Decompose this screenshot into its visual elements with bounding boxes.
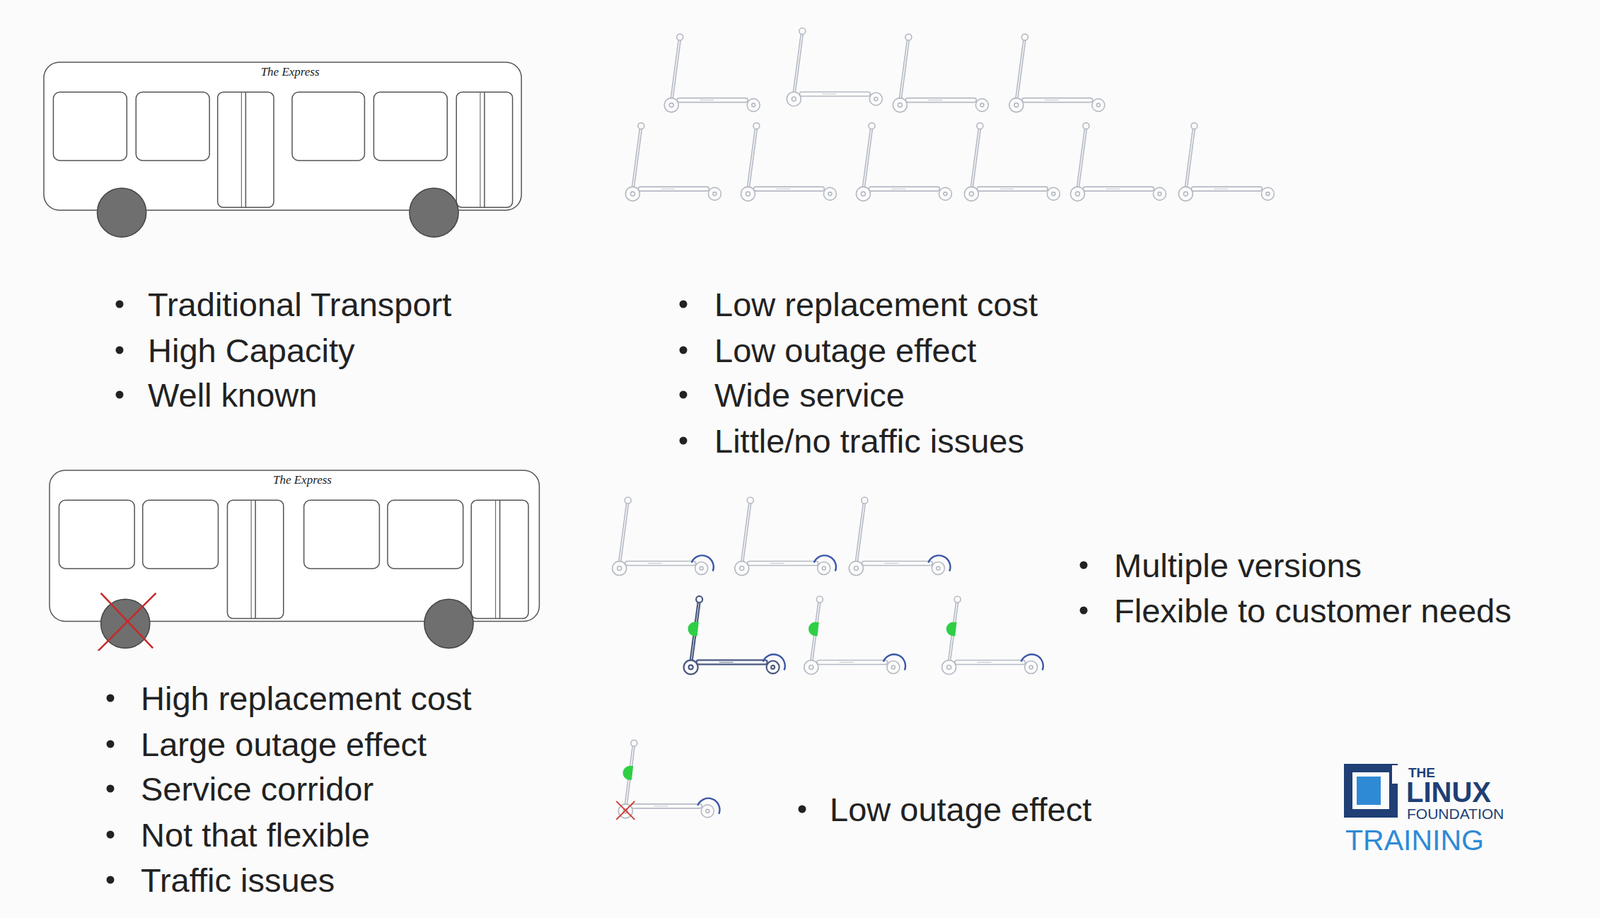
bullet-dot xyxy=(116,391,124,399)
bullet-text: Low outage effect xyxy=(829,787,1092,832)
bullet-dot xyxy=(1080,561,1088,570)
scooter xyxy=(964,123,1060,202)
bullet-text: Low replacement cost xyxy=(714,282,1038,327)
bullet-dot xyxy=(106,876,115,885)
scooter xyxy=(848,497,950,576)
bullet-dot xyxy=(116,300,124,309)
bullet-dot xyxy=(116,346,124,355)
scooter xyxy=(664,33,760,113)
scooter xyxy=(1178,123,1274,202)
scooter xyxy=(855,123,952,202)
bullet-text: Traditional Transport xyxy=(147,282,452,327)
bullet-dot xyxy=(679,346,688,355)
scooter xyxy=(683,596,786,675)
bus-name: The Express xyxy=(48,473,556,488)
logo-text: TRAINING xyxy=(1345,821,1484,860)
logo-text: LINUX xyxy=(1406,773,1492,811)
bus: The Express xyxy=(43,61,538,240)
bullet-text: Not that flexible xyxy=(140,813,370,857)
scooters xyxy=(612,27,1275,820)
scooter xyxy=(734,497,837,576)
scooter xyxy=(1070,123,1166,202)
scooter xyxy=(625,123,721,202)
bullet-text: High replacement cost xyxy=(140,676,472,721)
bullet-dot xyxy=(106,831,115,839)
bullet-text: Low outage effect xyxy=(714,328,977,373)
bus-name: The Express xyxy=(43,65,538,80)
bullet-text: Wide service xyxy=(714,373,905,417)
scooter xyxy=(804,596,906,675)
bullet-text: Service corridor xyxy=(140,767,374,811)
bullet-text: High Capacity xyxy=(147,328,356,373)
bus-outline xyxy=(43,61,538,240)
bullet-text: Little/no traffic issues xyxy=(714,419,1025,463)
logo-text: FOUNDATION xyxy=(1406,804,1504,824)
scooter xyxy=(942,596,1044,675)
bullet-dot xyxy=(679,391,688,399)
bullet-dot xyxy=(106,740,115,749)
bullet-dot xyxy=(679,300,688,309)
scooter xyxy=(616,739,720,820)
bus-outline xyxy=(48,469,556,652)
scooter xyxy=(1009,33,1105,113)
bus: The Express xyxy=(48,469,556,652)
bullet-dot xyxy=(106,694,115,703)
bullet-dot xyxy=(798,805,807,814)
scooter xyxy=(612,497,714,576)
logo-mark xyxy=(1348,765,1400,814)
scooter xyxy=(740,123,837,202)
scooter xyxy=(892,33,989,113)
bullet-dot xyxy=(106,785,115,793)
scooter xyxy=(786,27,883,107)
bullet-text: Well known xyxy=(147,373,317,417)
bullet-dot xyxy=(1080,606,1088,615)
bullet-text: Traffic issues xyxy=(140,858,335,902)
bullet-text: Flexible to customer needs xyxy=(1114,589,1512,633)
bullet-text: Large outage effect xyxy=(140,722,427,767)
bullet-dot xyxy=(679,437,688,445)
bullet-text: Multiple versions xyxy=(1114,543,1362,588)
